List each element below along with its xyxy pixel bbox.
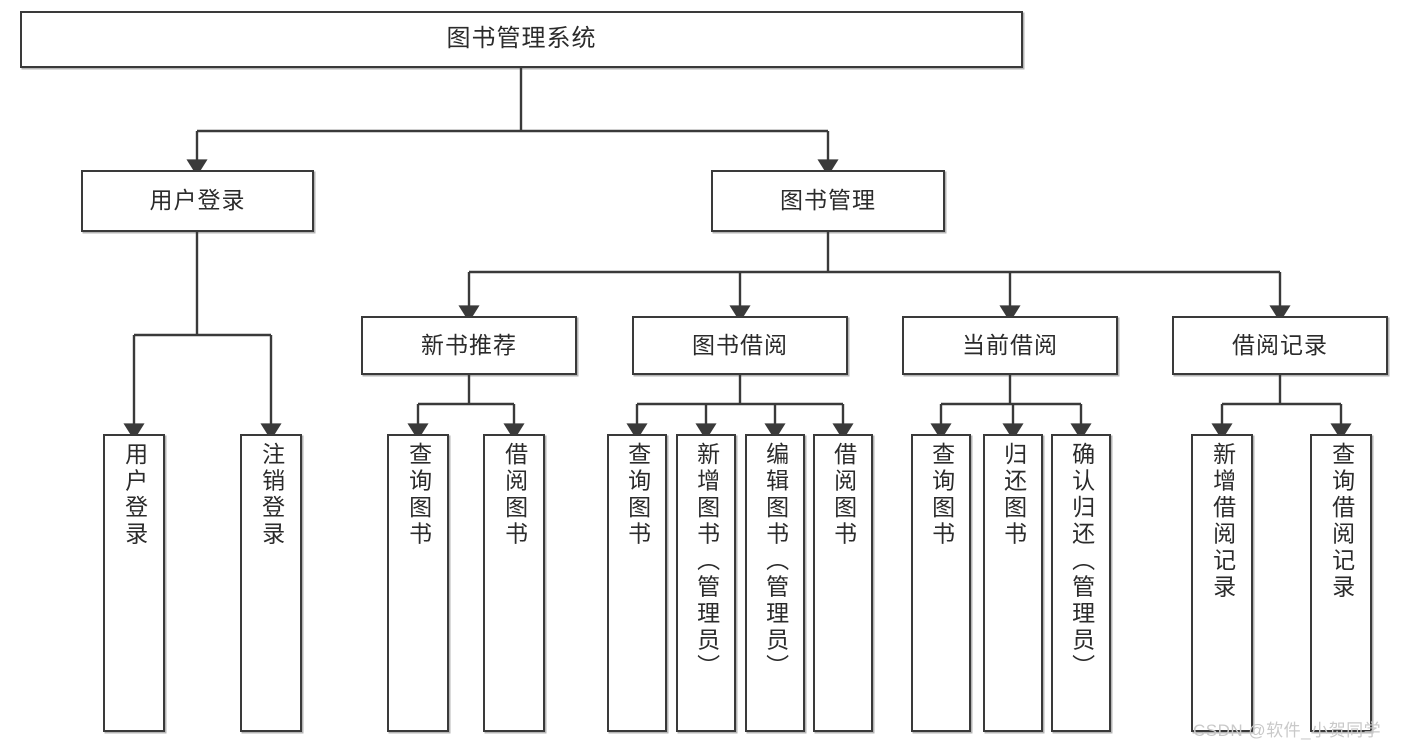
node-leaf-add-record-label: 新增借阅记录 [1209,442,1236,601]
node-leaf-return-book-label: 归还图书 [1000,442,1027,548]
node-user-login-label: 用户登录 [149,187,246,214]
node-leaf-query-book-1[interactable]: 查询图书 [387,434,449,732]
node-leaf-edit-book-label: 编辑图书（管理员） [762,442,789,681]
node-leaf-query-record[interactable]: 查询借阅记录 [1310,434,1372,732]
node-leaf-query-book-2-label: 查询图书 [624,442,651,548]
node-leaf-edit-book[interactable]: 编辑图书（管理员） [745,434,805,732]
node-leaf-borrow-book-2[interactable]: 借阅图书 [813,434,873,732]
node-book-manage[interactable]: 图书管理 [711,170,945,232]
node-current-borrow[interactable]: 当前借阅 [902,316,1118,375]
node-book-manage-label: 图书管理 [780,187,876,214]
node-leaf-return-book[interactable]: 归还图书 [983,434,1043,732]
node-new-book-recommend[interactable]: 新书推荐 [361,316,577,375]
node-leaf-query-book-2[interactable]: 查询图书 [607,434,667,732]
node-borrow-record[interactable]: 借阅记录 [1172,316,1388,375]
node-leaf-add-book[interactable]: 新增图书（管理员） [676,434,736,732]
node-book-borrow-label: 图书借阅 [692,331,788,358]
node-leaf-query-record-label: 查询借阅记录 [1328,442,1355,601]
node-leaf-user-logout[interactable]: 注销登录 [240,434,302,732]
node-leaf-borrow-book-1[interactable]: 借阅图书 [483,434,545,732]
node-leaf-query-book-1-label: 查询图书 [405,442,432,548]
node-borrow-record-label: 借阅记录 [1232,331,1328,358]
node-leaf-borrow-book-1-label: 借阅图书 [501,442,528,548]
node-leaf-add-record[interactable]: 新增借阅记录 [1191,434,1253,732]
node-leaf-user-login-label: 用户登录 [121,442,148,548]
node-new-book-recommend-label: 新书推荐 [421,331,517,358]
node-leaf-confirm-return[interactable]: 确认归还（管理员） [1051,434,1111,732]
node-root-label: 图书管理系统 [446,25,597,53]
node-leaf-confirm-return-label: 确认归还（管理员） [1068,442,1095,681]
node-leaf-query-book-3-label: 查询图书 [928,442,955,548]
watermark: CSDN @软件_小贺同学 [1193,721,1382,740]
node-user-login[interactable]: 用户登录 [81,170,314,232]
node-leaf-borrow-book-2-label: 借阅图书 [830,442,857,548]
node-leaf-add-book-label: 新增图书（管理员） [693,442,720,681]
node-leaf-query-book-3[interactable]: 查询图书 [911,434,971,732]
node-book-borrow[interactable]: 图书借阅 [632,316,848,375]
edges [123,68,1352,441]
node-current-borrow-label: 当前借阅 [962,331,1058,358]
node-leaf-user-login[interactable]: 用户登录 [103,434,165,732]
node-leaf-user-logout-label: 注销登录 [258,442,285,548]
node-root[interactable]: 图书管理系统 [20,11,1023,68]
